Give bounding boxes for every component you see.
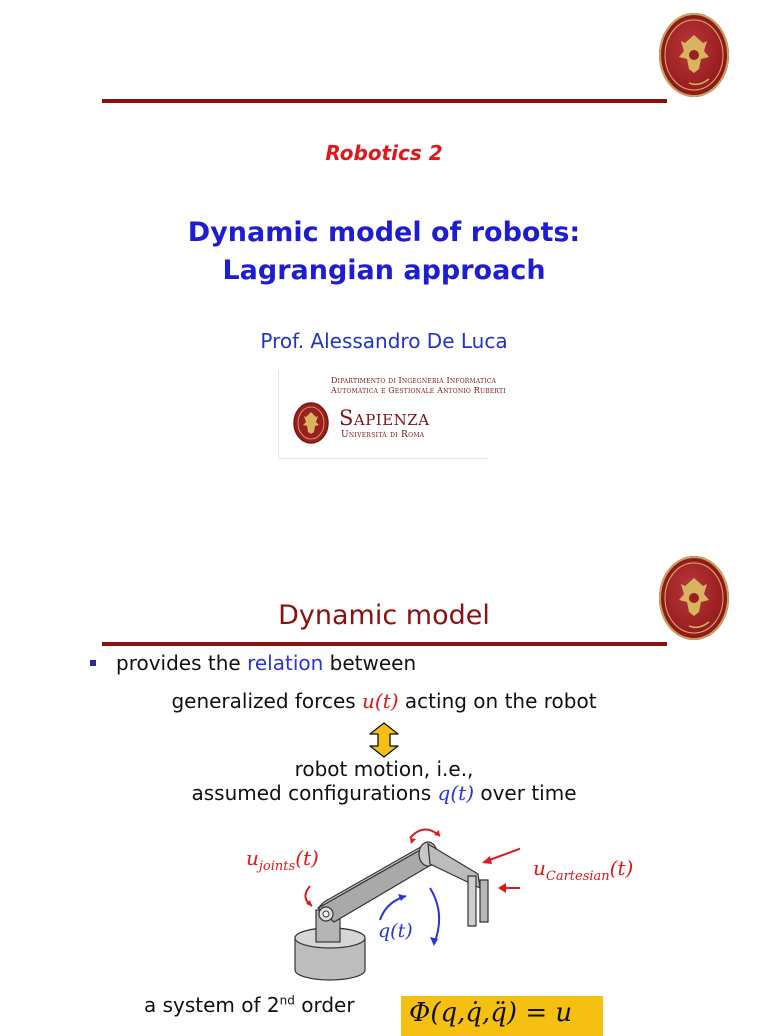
motion-line: robot motion, i.e., (294, 757, 474, 781)
forces-suffix: acting on the robot (398, 689, 597, 713)
label-u-cartesian-sub: Cartesian (545, 869, 610, 884)
system-sup: nd (279, 993, 295, 1008)
slide-title-line1: Dynamic model of robots: (187, 217, 581, 248)
sapienza-seal-logo (659, 13, 729, 97)
department-name: Dipartimento di Ingegneria Informatica A… (331, 376, 506, 396)
system-prefix: a system of 2 (144, 993, 280, 1017)
bullet-text: provides the relation between (116, 651, 416, 675)
slide-title-line2: Lagrangian approach (222, 255, 546, 286)
department-line1: Dipartimento di Ingegneria Informatica (331, 376, 497, 385)
label-u-cartesian-main: u (533, 856, 546, 880)
slide2-header-rule (102, 642, 667, 646)
system-order-text: a system of 2nd order (144, 993, 355, 1017)
professor-name: Prof. Alessandro De Luca (260, 329, 508, 353)
dynamic-equation-box: Φ(q,q̇,q̈) = u (401, 996, 603, 1036)
config-prefix: assumed configurations (191, 781, 438, 805)
sapienza-seal-logo-2 (659, 556, 729, 640)
label-u-cartesian: uCartesian(t) (533, 856, 633, 884)
config-math: q(t) (437, 781, 474, 805)
forces-math: u(t) (362, 689, 399, 713)
dynamic-equation: Φ(q,q̇,q̈) = u (409, 998, 573, 1028)
config-suffix: over time (474, 781, 577, 805)
header-rule (102, 99, 667, 103)
bullet-highlight: relation (247, 651, 324, 675)
bullet-suffix: between (323, 651, 417, 675)
slide2-title: Dynamic model (278, 600, 490, 631)
label-u-joints-main: u (246, 846, 259, 870)
university-name: Sapienza (339, 406, 430, 430)
double-arrow-icon (369, 722, 399, 758)
department-line2: Automatica e Gestionale Antonio Ruberti (331, 386, 506, 395)
label-u-joints-sub: joints (258, 859, 296, 874)
label-u-joints: ujoints(t) (246, 846, 319, 874)
label-q: q(t) (378, 920, 413, 942)
label-u-joints-arg: (t) (295, 846, 319, 870)
bullet-prefix: provides the (116, 651, 248, 675)
forces-line: generalized forces u(t) acting on the ro… (0, 689, 768, 713)
sapienza-small-seal-icon (293, 402, 329, 444)
department-logo: Dipartimento di Ingegneria Informatica A… (278, 370, 506, 459)
forces-prefix: generalized forces (171, 689, 363, 713)
system-suffix: order (294, 993, 355, 1017)
university-subtitle: Università di Roma (341, 430, 425, 440)
bullet-marker (90, 660, 96, 666)
course-title: Robotics 2 (325, 141, 443, 165)
robot-arm-illustration (294, 828, 520, 981)
label-u-cartesian-arg: (t) (609, 856, 634, 880)
config-line: assumed configurations q(t) over time (0, 781, 768, 805)
